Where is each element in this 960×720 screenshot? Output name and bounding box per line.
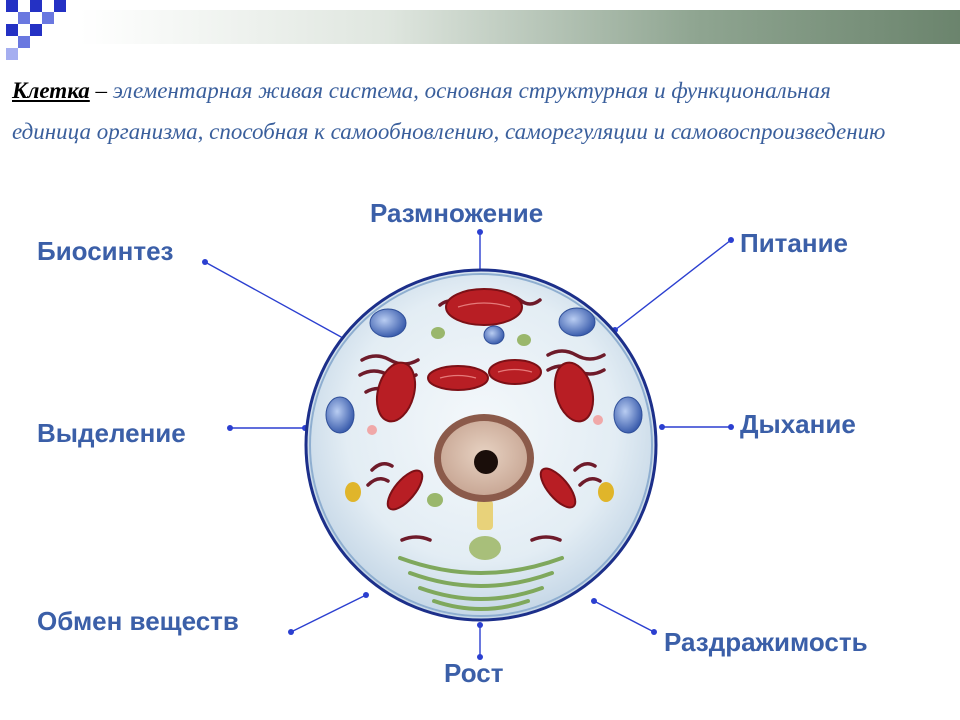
label-metabolism: Обмен веществ — [37, 606, 239, 636]
cell-illustration — [304, 268, 658, 622]
slide-logo-squares — [6, 0, 66, 60]
label-excretion: Выделение — [37, 418, 186, 448]
definition-text: элементарная живая система, основная стр… — [12, 78, 886, 144]
label-respiration: Дыхание — [740, 409, 856, 439]
small-organelles — [345, 327, 614, 560]
vacuoles — [325, 307, 643, 434]
golgi-apparatus — [398, 556, 564, 611]
nucleus — [434, 414, 534, 502]
label-growth: Рост — [444, 658, 504, 688]
mitochondria-cristae — [439, 302, 533, 379]
title-bar-gradient — [80, 10, 960, 44]
label-nutrition: Питание — [740, 228, 849, 258]
cell-definition: Клетка – элементарная живая система, осн… — [12, 70, 912, 152]
label-reproduction: Размножение — [370, 198, 544, 228]
definition-dash: – — [89, 78, 113, 103]
mitochondria — [375, 288, 595, 511]
label-biosynthesis: Биосинтез — [37, 236, 174, 266]
connector-lines — [204, 232, 732, 657]
definition-term: Клетка — [12, 78, 90, 103]
label-irritability: Раздражимость — [664, 627, 868, 657]
